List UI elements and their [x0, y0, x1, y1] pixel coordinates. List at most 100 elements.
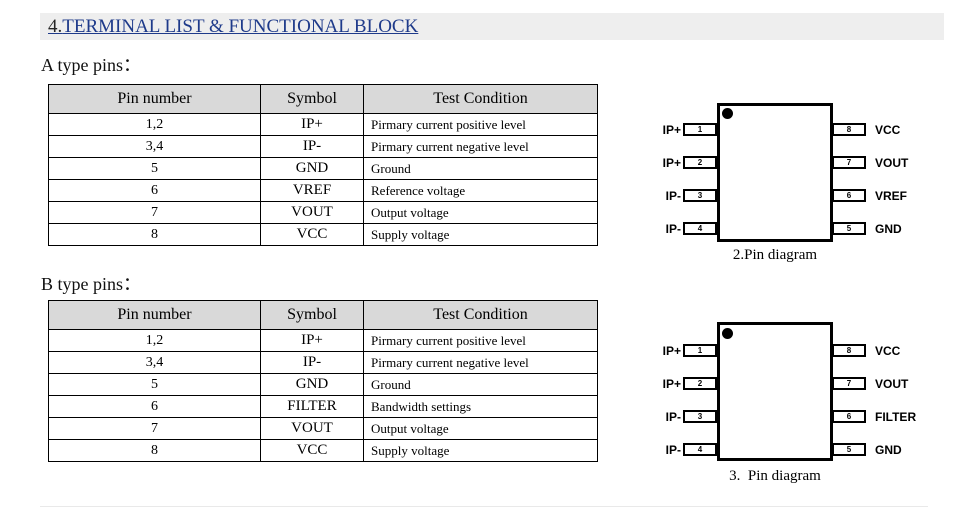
pin-row: IP- 3 [645, 188, 717, 203]
pin-number-cell: 1,2 [48, 113, 261, 136]
condition-cell: Reference voltage [363, 179, 598, 202]
pin-label: VCC [875, 343, 901, 358]
pin-number-cell: 8 [48, 223, 261, 246]
pin-number: 2 [697, 378, 703, 388]
pin1-marker-dot [722, 108, 733, 119]
pin-box: 5 [832, 443, 866, 456]
symbol-cell: GND [260, 373, 364, 396]
pin-box: 4 [683, 222, 717, 235]
section-heading: 4.TERMINAL LIST & FUNCTIONAL BLOCK [48, 17, 418, 36]
pin-diagram-b: IP+ 1 IP+ 2 IP- 3 IP- 4 8 VCC 7 VOUT 6 F… [645, 318, 965, 493]
pin-number: 6 [846, 190, 852, 200]
table-row: 5 GND Ground [48, 373, 598, 396]
pin-diagram-a: IP+ 1 IP+ 2 IP- 3 IP- 4 8 VCC 7 VOUT 6 V… [645, 100, 965, 270]
symbol-cell: VCC [260, 439, 364, 462]
pin-label: VCC [875, 122, 901, 137]
pin-number-cell: 7 [48, 417, 261, 440]
pin-number: 8 [846, 345, 852, 355]
pin-box: 6 [832, 410, 866, 423]
pin-row: IP- 3 [645, 410, 717, 424]
pin-number: 7 [846, 378, 852, 388]
pin-box: 6 [832, 189, 866, 202]
condition-cell: Ground [363, 373, 598, 396]
col-header-pin-number: Pin number [48, 84, 261, 114]
table-row: 1,2 IP+ Pirmary current positive level [48, 113, 598, 136]
ic-package-body [717, 322, 833, 461]
pin-row: IP+ 1 [645, 123, 717, 137]
condition-cell: Output voltage [363, 201, 598, 224]
pin-label: VOUT [875, 155, 909, 170]
pin-label: IP- [665, 188, 681, 203]
symbol-cell: IP- [260, 351, 364, 374]
pin-row: 6 FILTER [832, 409, 962, 424]
condition-cell: Pirmary current positive level [363, 329, 598, 352]
pin-number: 8 [846, 124, 852, 134]
symbol-cell: IP+ [260, 329, 364, 352]
pin-number: 2 [697, 157, 703, 167]
pin-row: 5 GND [832, 443, 962, 457]
pin-box: 1 [683, 344, 717, 357]
pin-row: IP- 4 [645, 221, 717, 236]
symbol-cell: VREF [260, 179, 364, 202]
table-row: 8 VCC Supply voltage [48, 223, 598, 246]
condition-cell: Pirmary current negative level [363, 135, 598, 158]
condition-cell: Output voltage [363, 417, 598, 440]
pin-number-cell: 5 [48, 157, 261, 180]
symbol-cell: GND [260, 157, 364, 180]
pin-row: 5 GND [832, 221, 962, 236]
pin-row: 8 VCC [832, 343, 962, 358]
pin-number-cell: 7 [48, 201, 261, 224]
pin-row: 7 VOUT [832, 155, 962, 170]
pin-box: 5 [832, 222, 866, 235]
pin-label: FILTER [875, 409, 917, 424]
pin-table-a: Pin number Symbol Test Condition 1,2 IP+… [48, 84, 598, 246]
symbol-cell: FILTER [260, 395, 364, 418]
pin-number-cell: 1,2 [48, 329, 261, 352]
pin-label: IP+ [662, 343, 681, 358]
pin-label: IP- [665, 221, 681, 236]
pin-number-cell: 3,4 [48, 135, 261, 158]
table-row: 6 FILTER Bandwidth settings [48, 395, 598, 418]
table-row: 8 VCC Supply voltage [48, 439, 598, 462]
pin-box: 1 [683, 123, 717, 136]
condition-cell: Pirmary current positive level [363, 113, 598, 136]
condition-cell: Bandwidth settings [363, 395, 598, 418]
condition-cell: Pirmary current negative level [363, 351, 598, 374]
pin-number: 3 [697, 190, 703, 200]
pin-number-cell: 6 [48, 179, 261, 202]
pin-number: 7 [846, 157, 852, 167]
pin-number: 3 [697, 411, 703, 421]
condition-cell: Supply voltage [363, 223, 598, 246]
pin-label: IP+ [662, 376, 681, 391]
pin1-marker-dot [722, 328, 733, 339]
table-b-label: B type pins： [41, 274, 142, 294]
table-row: 3,4 IP- Pirmary current negative level [48, 351, 598, 374]
symbol-cell: IP+ [260, 113, 364, 136]
pin-number: 5 [846, 223, 852, 233]
table-row: 5 GND Ground [48, 157, 598, 180]
table-header-row: Pin number Symbol Test Condition [48, 300, 598, 330]
pin-label: GND [875, 221, 902, 236]
pin-table-b: Pin number Symbol Test Condition 1,2 IP+… [48, 300, 598, 462]
pin-row: 7 VOUT [832, 377, 962, 391]
condition-cell: Ground [363, 157, 598, 180]
pin-box: 8 [832, 123, 866, 136]
pin-number: 5 [846, 444, 852, 454]
pin-number-cell: 8 [48, 439, 261, 462]
pin-row: IP+ 2 [645, 376, 717, 391]
table-row: 1,2 IP+ Pirmary current positive level [48, 329, 598, 352]
pin-number: 4 [697, 223, 703, 233]
col-header-symbol: Symbol [260, 84, 364, 114]
table-row: 6 VREF Reference voltage [48, 179, 598, 202]
diagram-caption: 3. Pin diagram [729, 468, 821, 484]
condition-cell: Supply voltage [363, 439, 598, 462]
pin-number: 6 [846, 411, 852, 421]
table-row: 7 VOUT Output voltage [48, 417, 598, 440]
pin-number: 1 [697, 345, 703, 355]
pin-box: 7 [832, 377, 866, 390]
pin-row: 8 VCC [832, 122, 962, 137]
pin-row: IP+ 1 [645, 343, 717, 358]
table-row: 3,4 IP- Pirmary current negative level [48, 135, 598, 158]
col-header-symbol: Symbol [260, 300, 364, 330]
pin-box: 2 [683, 156, 717, 169]
